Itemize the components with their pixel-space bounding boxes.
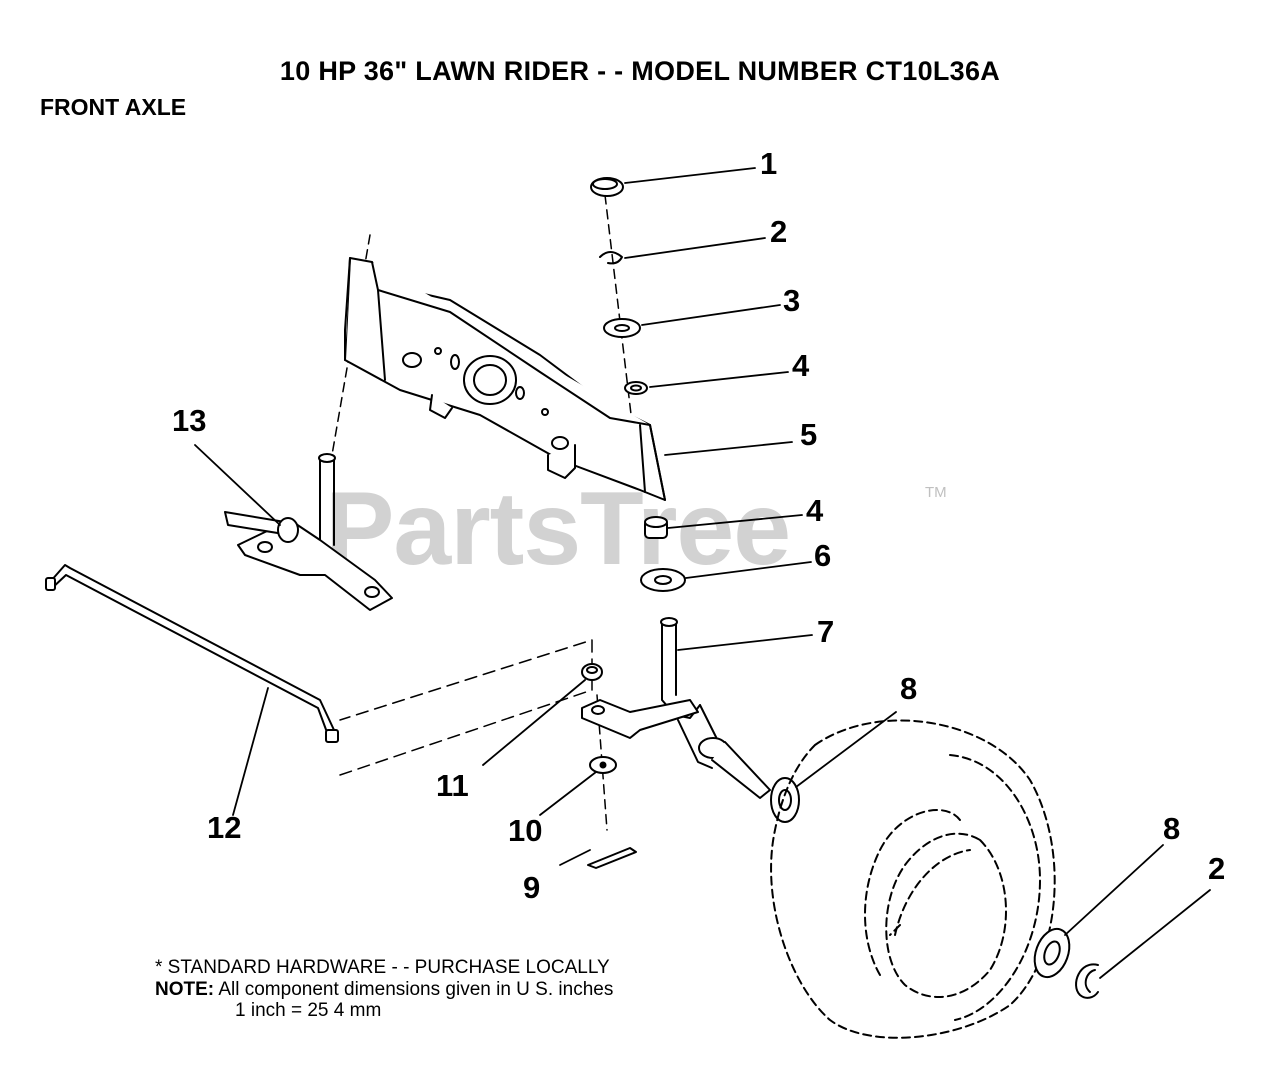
callout-9[interactable]: 9 bbox=[523, 870, 541, 905]
tire bbox=[770, 719, 1056, 1039]
note-conversion: 1 inch = 25 4 mm bbox=[235, 1000, 382, 1021]
part-2-clip-outer bbox=[1075, 963, 1099, 999]
callout-8-outer[interactable]: 8 bbox=[1163, 811, 1181, 846]
part-3-washer bbox=[603, 318, 641, 338]
leader-12 bbox=[232, 687, 269, 816]
callout-10[interactable]: 10 bbox=[508, 813, 543, 848]
callout-8[interactable]: 8 bbox=[900, 671, 918, 706]
callout-12[interactable]: 12 bbox=[207, 810, 242, 845]
part-9-cotter-pin bbox=[587, 847, 637, 869]
part-5-axle-beam bbox=[344, 257, 666, 501]
leader-lines bbox=[194, 167, 1211, 979]
callout-5[interactable]: 5 bbox=[800, 417, 818, 452]
callout-7[interactable]: 7 bbox=[817, 614, 835, 649]
tie-rod-projection bbox=[339, 639, 593, 776]
leader-8a bbox=[795, 711, 897, 788]
callout-3[interactable]: 3 bbox=[783, 283, 801, 318]
part-10-washer bbox=[589, 756, 617, 774]
note-dimensions-row: NOTE: All component dimensions given in … bbox=[155, 979, 613, 1000]
part-6-washer bbox=[640, 568, 686, 592]
leader-7 bbox=[677, 634, 813, 651]
part-4-bushing-lower bbox=[644, 516, 668, 539]
leader-13 bbox=[194, 444, 281, 526]
watermark-trademark: TM bbox=[925, 484, 947, 501]
part-7-spindle bbox=[581, 617, 771, 799]
callout-6[interactable]: 6 bbox=[814, 538, 832, 573]
part-1-cap bbox=[590, 177, 624, 197]
leader-5 bbox=[664, 441, 793, 456]
callout-4-lower[interactable]: 4 bbox=[806, 493, 824, 528]
note-dimensions: All component dimensions given in U S. i… bbox=[218, 979, 614, 1000]
leader-4a bbox=[649, 371, 789, 388]
leader-2a bbox=[624, 237, 766, 259]
part-4-bushing-upper bbox=[624, 381, 648, 395]
diagram-subtitle: FRONT AXLE bbox=[40, 94, 187, 120]
part-8-washer-spindle bbox=[770, 777, 800, 823]
leader-6 bbox=[685, 561, 812, 579]
note-label: NOTE: bbox=[155, 979, 215, 1000]
callout-13[interactable]: 13 bbox=[172, 403, 207, 438]
leader-1 bbox=[624, 167, 756, 184]
part-8-washer-outer bbox=[1033, 927, 1071, 979]
leader-3 bbox=[641, 304, 781, 326]
leader-9 bbox=[559, 849, 591, 866]
part-2-clip bbox=[599, 251, 623, 265]
part-12-tie-rod bbox=[45, 564, 339, 743]
note-standard-hardware: * STANDARD HARDWARE - - PURCHASE LOCALLY bbox=[155, 957, 610, 978]
leader-10 bbox=[539, 771, 597, 816]
callout-2-outer[interactable]: 2 bbox=[1208, 851, 1226, 886]
leader-11 bbox=[482, 679, 586, 766]
callout-11[interactable]: 11 bbox=[436, 768, 469, 803]
leader-2b bbox=[1099, 889, 1211, 979]
part-13-spindle-left bbox=[224, 453, 393, 611]
leader-4b bbox=[667, 514, 803, 529]
callout-4[interactable]: 4 bbox=[792, 348, 810, 383]
callout-1[interactable]: 1 bbox=[760, 146, 778, 181]
watermark: PartsTree bbox=[325, 471, 791, 587]
callout-2[interactable]: 2 bbox=[770, 214, 788, 249]
part-11-bushing bbox=[581, 663, 603, 681]
leader-8b bbox=[1064, 844, 1164, 936]
diagram-title: 10 HP 36" LAWN RIDER - - MODEL NUMBER CT… bbox=[279, 56, 1001, 86]
